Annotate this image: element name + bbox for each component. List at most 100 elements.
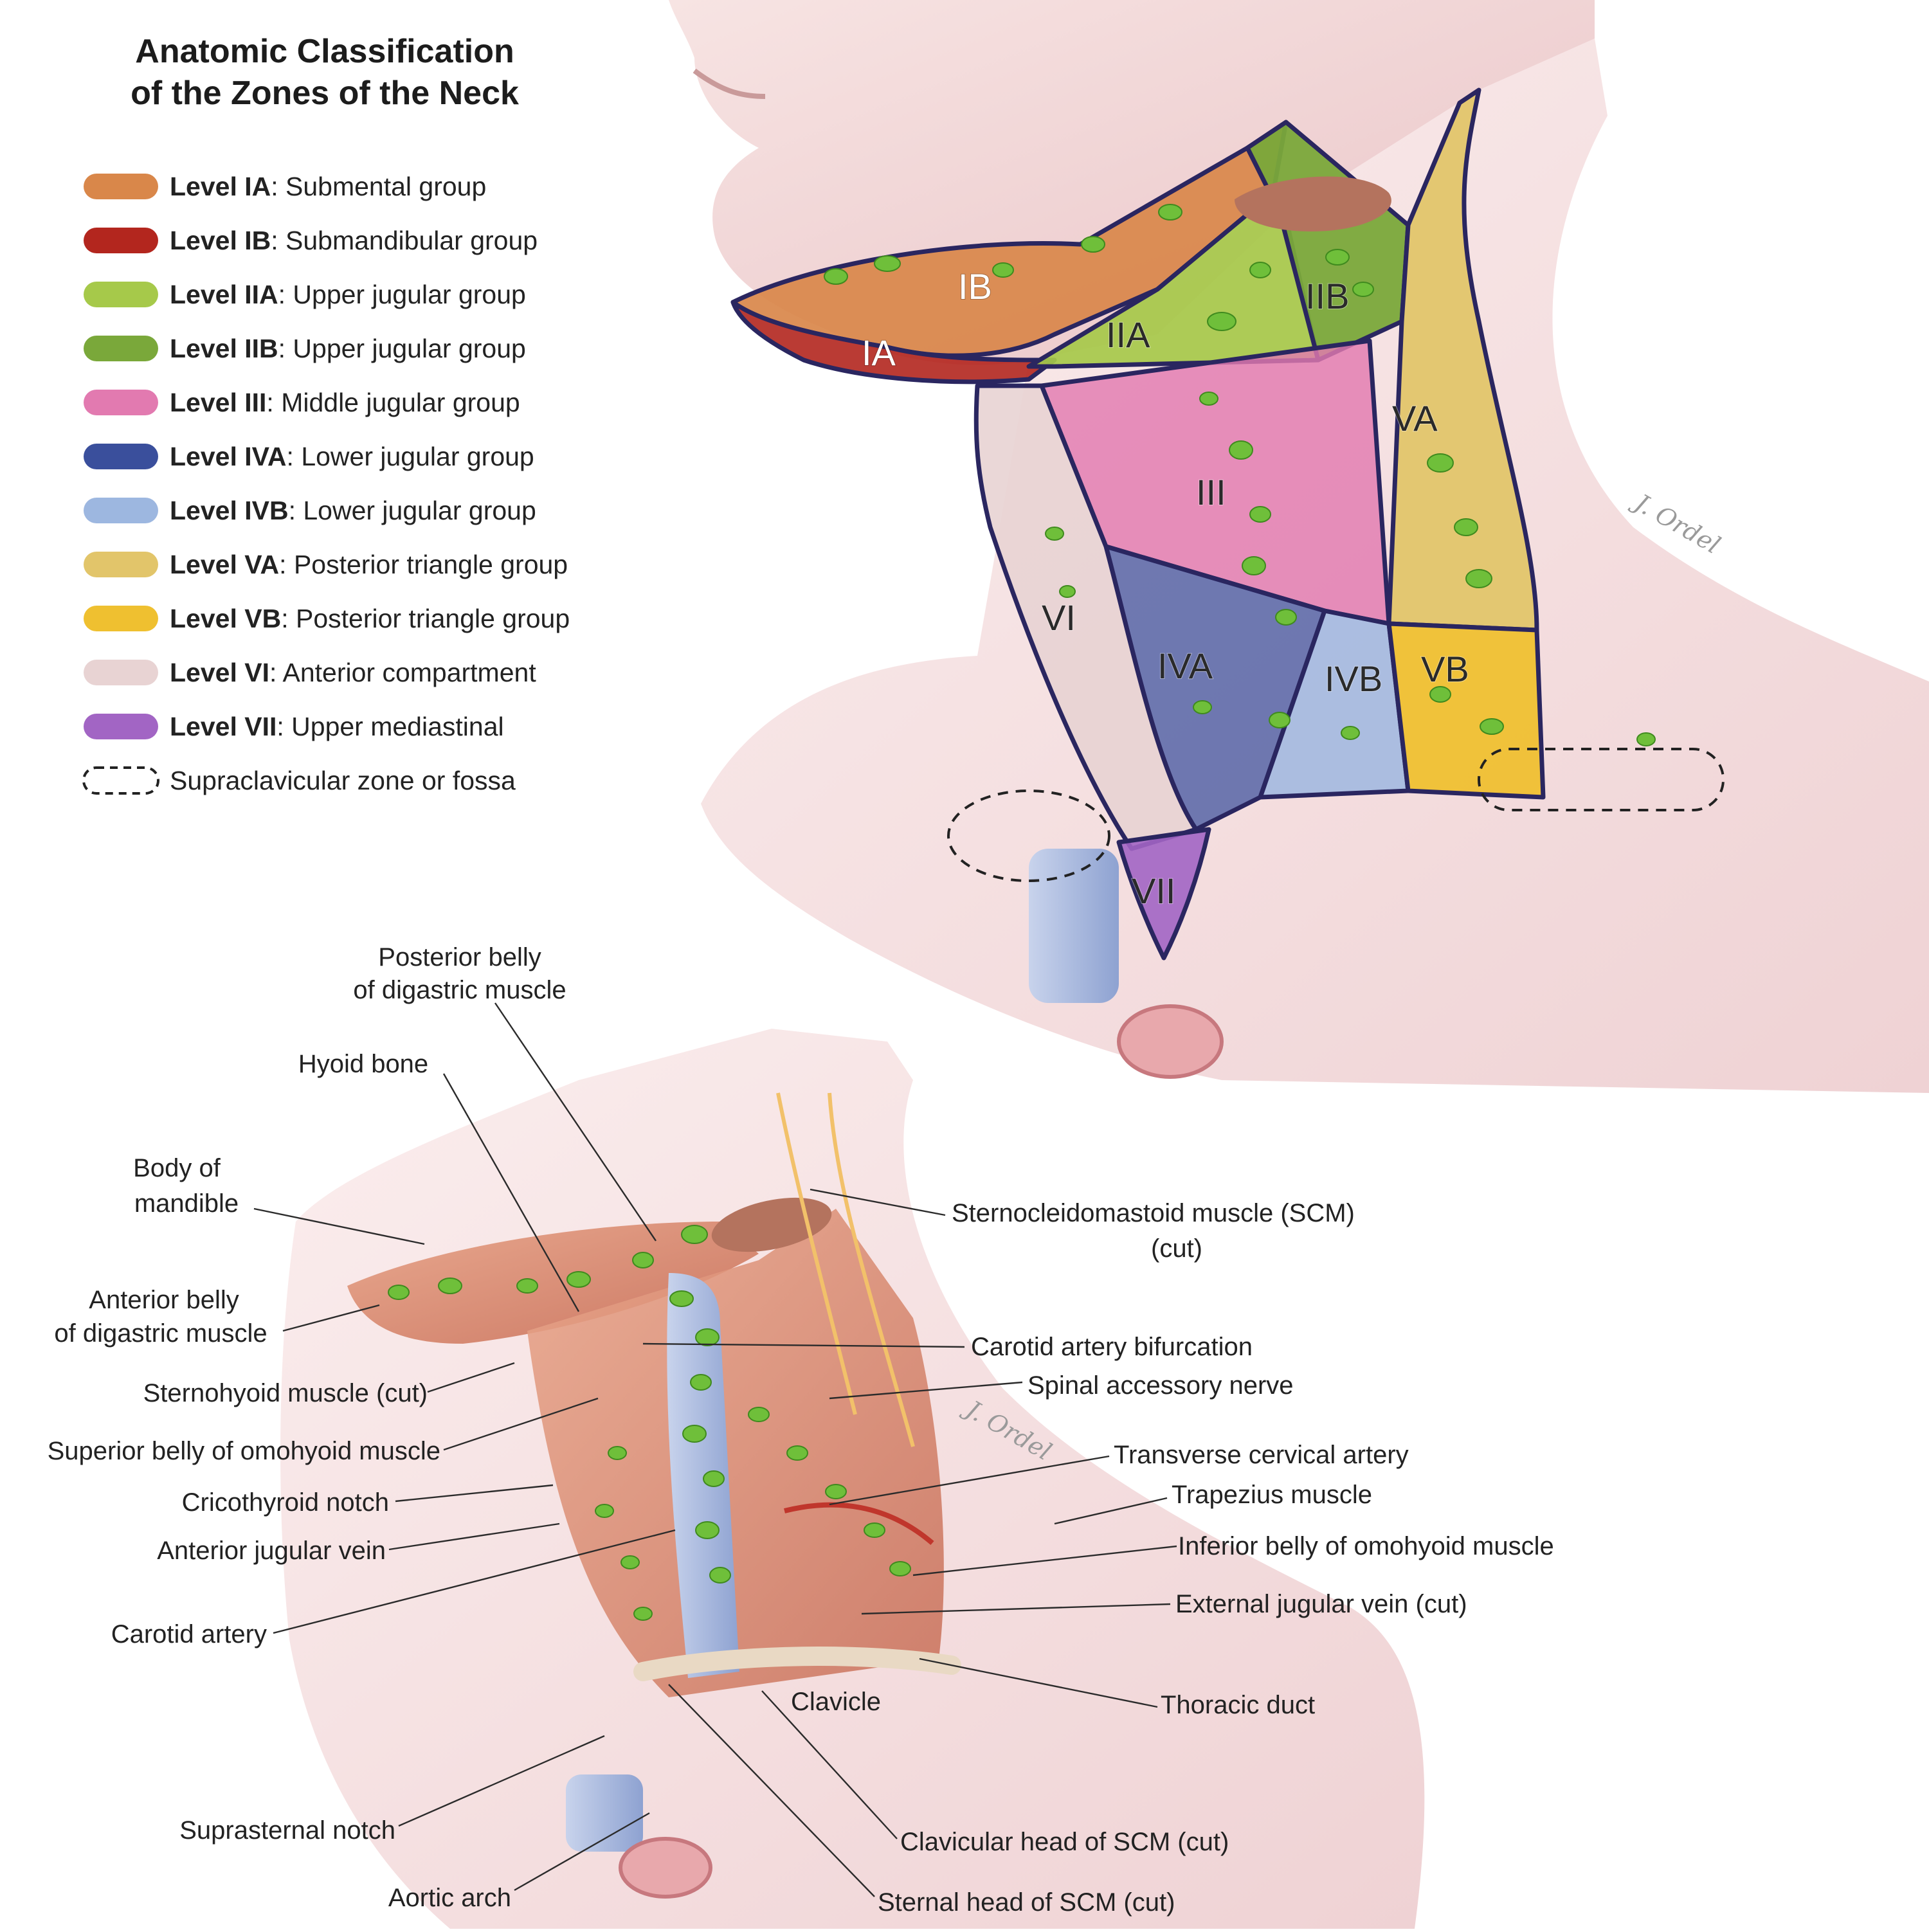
zone-label-VI: VI	[1042, 597, 1076, 638]
upper-trachea	[1029, 849, 1119, 1003]
callout-posterior-belly-1: Posterior belly	[378, 943, 541, 971]
lymph-node	[1465, 569, 1492, 588]
zone-label-IVB: IVB	[1325, 658, 1382, 699]
upper-aortic-arch	[1117, 1004, 1224, 1079]
lymph-node	[690, 1374, 712, 1391]
zone-label-IB: IB	[958, 266, 992, 307]
leader-sternal-head	[668, 1684, 875, 1897]
leader-scm	[810, 1188, 946, 1216]
lymph-node	[889, 1561, 911, 1576]
lymph-node	[682, 1425, 707, 1443]
callout-thoracic-duct: Thoracic duct	[1161, 1691, 1315, 1719]
lymph-node	[1207, 312, 1236, 331]
lymph-node	[695, 1328, 720, 1346]
lymph-node	[874, 255, 901, 272]
leader-lines	[253, 1002, 1177, 1897]
callout-anterior-belly-1: Anterior belly	[89, 1286, 239, 1314]
legend-label-4: Level III: Middle jugular group	[170, 388, 520, 417]
lymph-node	[1636, 732, 1656, 746]
leader-thoracic-duct	[919, 1657, 1158, 1708]
lower-nerve-2	[828, 1092, 915, 1447]
lymph-node	[669, 1290, 694, 1307]
lymph-node	[709, 1567, 731, 1584]
zone-VII-region	[1116, 827, 1211, 961]
lymph-node	[681, 1225, 708, 1244]
lymph-node	[1352, 282, 1374, 297]
callout-inferior-omohyoid: Inferior belly of omohyoid muscle	[1178, 1532, 1554, 1560]
lymph-node	[1045, 527, 1064, 541]
legend-label-dashed: Supraclavicular zone or fossa	[170, 766, 516, 795]
zone-VB-region	[1386, 621, 1546, 800]
callouts: Posterior belly of digastric muscle Hyoi…	[48, 943, 1554, 1917]
legend-swatch-0	[84, 174, 158, 199]
callout-anterior-jugular: Anterior jugular vein	[157, 1537, 386, 1565]
callout-spinal-accessory: Spinal accessory nerve	[1028, 1371, 1294, 1400]
callout-body-mandible-2: mandible	[134, 1189, 239, 1218]
lymph-node	[566, 1271, 591, 1288]
callout-cricothyroid: Cricothyroid notch	[182, 1488, 389, 1517]
lower-dissection-field	[527, 1209, 944, 1697]
lymph-node	[1059, 585, 1076, 598]
leader-posterior-belly	[494, 1002, 657, 1241]
lymph-node	[1480, 718, 1504, 735]
lymph-node	[438, 1277, 462, 1294]
legend-swatch-9	[84, 660, 158, 685]
leader-clavicular-head	[761, 1690, 898, 1839]
leader-inferior-omohyoid	[912, 1545, 1177, 1576]
leader-sternohyoid	[427, 1362, 515, 1393]
figure-title-line1: Anatomic Classification	[135, 33, 514, 70]
legend-swatch-10	[84, 714, 158, 739]
lymph-node	[695, 1521, 720, 1539]
zone-label-VA: VA	[1392, 398, 1438, 438]
lymph-node	[608, 1446, 627, 1460]
callout-carotid-artery: Carotid artery	[111, 1620, 267, 1648]
callout-trapezius: Trapezius muscle	[1172, 1481, 1372, 1509]
lymph-node	[1427, 453, 1454, 473]
figure-title-line2: of the Zones of the Neck	[131, 75, 519, 112]
upper-lymph-nodes	[824, 204, 1656, 746]
lymph-node	[1325, 249, 1350, 266]
upper-neck-illustration: IB IA IIA IIB VA III VI IVA IVB VB VII J…	[669, 0, 1929, 1093]
legend-label-7: Level VA: Posterior triangle group	[170, 550, 568, 579]
legend-label-6: Level IVB: Lower jugular group	[170, 496, 536, 525]
lymph-node	[864, 1522, 885, 1538]
zone-label-III: III	[1196, 472, 1226, 512]
lymph-node	[703, 1470, 725, 1487]
lymph-node	[632, 1252, 654, 1268]
callout-transverse-cervical: Transverse cervical artery	[1114, 1441, 1409, 1469]
callout-clavicular-head: Clavicular head of SCM (cut)	[900, 1828, 1229, 1856]
zone-label-IA: IA	[862, 332, 896, 373]
lymph-node	[1158, 204, 1182, 221]
lymph-node	[1081, 236, 1105, 253]
lymph-node	[1242, 556, 1266, 575]
leader-superior-omohyoid	[443, 1397, 599, 1451]
lymph-node	[1249, 506, 1271, 523]
legend-label-9: Level VI: Anterior compartment	[170, 658, 536, 687]
supraclavicular-fossa-left	[947, 790, 1110, 882]
callout-hyoid-bone: Hyoid bone	[298, 1050, 428, 1078]
leader-trapezius	[1054, 1497, 1168, 1525]
callout-suprasternal: Suprasternal notch	[179, 1816, 395, 1845]
callout-scm-2: (cut)	[1151, 1234, 1202, 1263]
lower-mandible-muscle	[347, 1222, 759, 1344]
upper-scm-cut-top	[1235, 176, 1391, 231]
legend-swatch-6	[84, 498, 158, 523]
lymph-node	[1199, 392, 1218, 406]
legend-swatch-8	[84, 606, 158, 631]
leader-suprasternal	[398, 1735, 605, 1827]
leader-carotid-artery	[273, 1529, 676, 1634]
zone-label-IVA: IVA	[1157, 646, 1213, 686]
lymph-node	[748, 1407, 770, 1422]
lower-nerve-1	[776, 1092, 857, 1415]
leader-transverse-cervical	[829, 1455, 1110, 1506]
lower-lymph-nodes	[388, 1225, 911, 1621]
callout-body-mandible-1: Body of	[133, 1154, 221, 1182]
leader-spinal-accessory	[829, 1381, 1023, 1400]
lymph-node	[1429, 686, 1451, 703]
lymph-node	[825, 1484, 847, 1499]
zone-label-IIB: IIB	[1305, 276, 1349, 316]
supraclavicular-fossa-right	[1478, 748, 1725, 811]
lymph-node	[1193, 700, 1212, 714]
leader-hyoid	[442, 1073, 580, 1312]
